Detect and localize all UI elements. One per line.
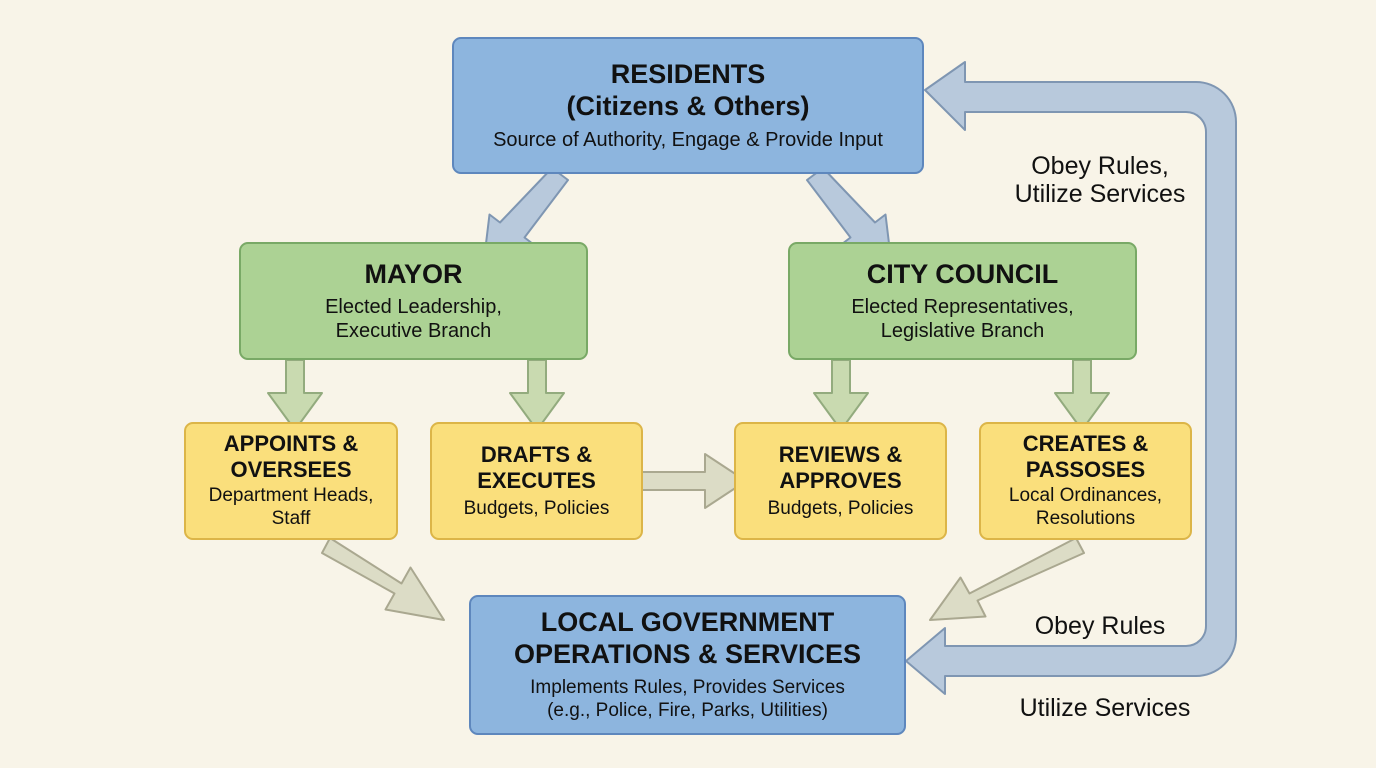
- reviews-approves-node: REVIEWS & APPROVES Budgets, Policies: [734, 422, 947, 540]
- mayor-description-line-1: Elected Leadership,: [325, 295, 502, 318]
- appoints-oversees-node: APPOINTS & OVERSEES Department Heads, St…: [184, 422, 398, 540]
- arrow-feedback-loop: [905, 61, 1237, 695]
- creates-description-line-2: Resolutions: [1035, 507, 1136, 529]
- arrow-council-to-reviews: [813, 359, 869, 431]
- feedback-label-top-line-1: Obey Rules,: [1031, 152, 1169, 180]
- arrow-creates-to-operations: [929, 537, 1085, 621]
- mayor-node: MAYOR Elected Leadership, Executive Bran…: [239, 242, 588, 360]
- city-council-description-line-2: Legislative Branch: [880, 319, 1045, 342]
- creates-passoses-node: CREATES & PASSOSES Local Ordinances, Res…: [979, 422, 1192, 540]
- feedback-label-top-line-2: Utilize Services: [1014, 179, 1186, 208]
- appoints-title-line-2: OVERSEES: [230, 457, 352, 483]
- feedback-label-top: Obey Rules, Utilize Services: [1000, 152, 1200, 208]
- mayor-description-line-2: Executive Branch: [335, 319, 492, 342]
- appoints-description-line-2: Staff: [271, 507, 311, 529]
- city-council-title: CITY COUNCIL: [866, 259, 1059, 290]
- operations-title-line-1: LOCAL GOVERNMENT: [540, 607, 835, 638]
- operations-services-node: LOCAL GOVERNMENT OPERATIONS & SERVICES I…: [469, 595, 906, 735]
- residents-subtitle: (Citizens & Others): [566, 90, 810, 121]
- operations-description-line-2: (e.g., Police, Fire, Parks, Utilities): [547, 699, 828, 721]
- arrow-mayor-to-appoints: [267, 359, 323, 431]
- residents-node: RESIDENTS (Citizens & Others) Source of …: [452, 37, 924, 174]
- drafts-title-line-2: EXECUTES: [477, 467, 596, 493]
- creates-title-line-1: CREATES &: [1022, 431, 1149, 457]
- drafts-title-line-1: DRAFTS &: [480, 441, 593, 467]
- arrow-mayor-to-drafts: [509, 359, 565, 431]
- residents-description: Source of Authority, Engage & Provide In…: [493, 129, 883, 152]
- arrow-drafts-to-reviews: [641, 453, 747, 509]
- mayor-title: MAYOR: [364, 259, 463, 290]
- city-council-description-line-1: Elected Representatives,: [851, 295, 1074, 318]
- operations-title-line-2: OPERATIONS & SERVICES: [513, 639, 862, 670]
- city-council-node: CITY COUNCIL Elected Representatives, Le…: [788, 242, 1137, 360]
- operations-description-line-1: Implements Rules, Provides Services: [530, 677, 845, 699]
- arrow-appoints-to-operations: [321, 537, 445, 621]
- creates-title-line-2: PASSOSES: [1025, 457, 1146, 483]
- utilize-services-label: Utilize Services: [1019, 694, 1191, 722]
- residents-title: RESIDENTS: [610, 58, 766, 89]
- reviews-title-line-2: APPROVES: [779, 467, 902, 493]
- reviews-title-line-1: REVIEWS &: [778, 441, 903, 467]
- appoints-title-line-1: APPOINTS &: [223, 431, 359, 457]
- arrow-council-to-creates: [1054, 359, 1110, 431]
- appoints-description-line-1: Department Heads,: [208, 485, 374, 507]
- drafts-executes-node: DRAFTS & EXECUTES Budgets, Policies: [430, 422, 643, 540]
- creates-description-line-1: Local Ordinances,: [1008, 485, 1163, 507]
- drafts-description: Budgets, Policies: [463, 497, 610, 519]
- obey-rules-label: Obey Rules: [1034, 612, 1166, 640]
- reviews-description: Budgets, Policies: [767, 497, 914, 519]
